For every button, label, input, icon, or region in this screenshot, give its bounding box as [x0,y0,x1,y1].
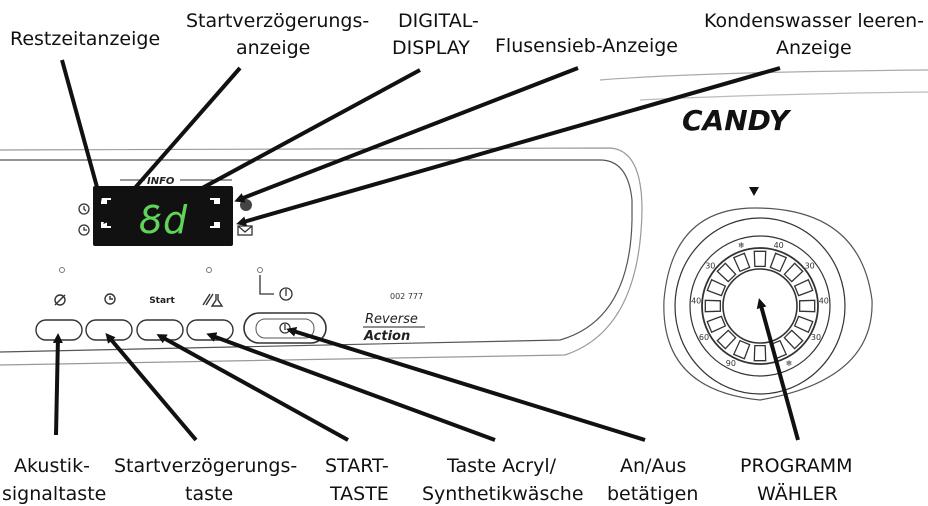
dial-segment [753,250,767,267]
display-indicator-marks [101,198,220,228]
label-flusensieb: Flusensieb-Anzeige [495,35,678,57]
leader-lines [52,59,800,442]
leader-digital-display [154,68,421,214]
start-button-label: Start [149,296,175,306]
label-akustik-1: Akustik- [14,455,90,477]
leader-acryl [206,332,496,442]
candy-logo: CANDY [682,104,792,137]
label-kondenswasser-2: Anzeige [776,37,852,59]
dial-segment [783,262,804,283]
reverse-label: Reverse [365,312,418,327]
action-label: Action [363,329,410,344]
leader-restzeit [60,59,104,202]
leader-programm [756,298,800,441]
start-delay-icon [78,224,90,236]
label-kondenswasser-1: Kondenswasser leeren- [704,10,924,32]
leader-startverz-anzeige [103,66,242,225]
delay-button-icon [104,293,116,305]
dial-temp-label: ❄ [786,359,793,368]
label-startverz-anzeige-2: anzeige [236,37,310,59]
dial-segment [716,329,737,350]
acoustic-signal-button[interactable] [35,319,83,341]
dial-segment [716,262,737,283]
leader-kondenswasser [236,66,781,227]
dial-temperature-labels: 90 60 40 30 ❄ 40 30 40 30 ❄ [691,241,829,368]
acrylic-icon [202,293,224,307]
label-anaus-2: betätigen [607,483,698,505]
dial-segment [793,315,814,334]
dial-temp-label: 30 [705,262,715,271]
dial-temp-label: 40 [819,296,829,305]
dial-temp-label: 30 [811,333,821,342]
dial-temp-label: 40 [774,241,784,250]
dial-segment [732,252,751,273]
label-startverz-taste-1: Startverzögerungs- [114,455,297,477]
label-programm-2: WÄHLER [757,482,838,505]
model-code: 002 777 [390,292,423,301]
info-label: INFO [147,176,175,187]
dial-pointer-marker [749,187,759,196]
dial-temp-label: 60 [699,333,709,342]
label-acryl-1: Taste Acryl/ [446,455,557,477]
remaining-time-icon [78,203,90,215]
dial-segment [769,252,788,273]
power-button-inner [255,318,315,339]
power-icon-top [259,275,293,301]
leader-start [156,334,349,442]
label-programm-1: PROGRAMM [740,455,853,477]
leader-anaus [286,326,646,442]
dial-segment [799,299,816,313]
dial-segments [704,250,816,362]
leader-akustik [52,333,63,436]
lint-filter-icon [240,199,252,211]
dial-segment [704,299,721,313]
dial-segment [783,329,804,350]
dial-temp-label: 90 [726,359,736,368]
leader-flusensieb [234,66,579,203]
dial-temp-label: 30 [805,262,815,271]
button-leds [59,267,263,273]
water-empty-icon [237,225,253,236]
dial-segment [706,315,727,334]
dial-segment [706,278,727,297]
program-dial[interactable]: 90 60 40 30 ❄ 40 30 40 30 ❄ [663,207,873,401]
label-startverz-anzeige-1: Startverzögerungs- [186,10,369,32]
label-start-2: TASTE [329,483,389,505]
label-start-1: START- [325,455,389,477]
dial-segment [753,345,767,362]
display-digits: 8d [139,198,188,242]
digital-display [93,186,233,246]
leader-startverz-taste [105,332,198,442]
label-digital-1: DIGITAL- [398,10,479,32]
acoustic-signal-icon [54,294,66,306]
label-akustik-2: signaltaste [2,483,106,505]
label-anaus-1: An/Aus [620,455,686,477]
label-startverz-taste-2: taste [185,483,233,505]
label-acryl-2: Synthetikwäsche [422,483,584,505]
dial-temp-label: 40 [691,296,701,305]
label-restzeitanzeige: Restzeitanzeige [10,28,160,50]
dial-segment [732,339,751,360]
dial-segment [793,278,814,297]
dial-temp-label: ❄ [738,241,745,250]
label-digital-2: DISPLAY [392,37,470,59]
